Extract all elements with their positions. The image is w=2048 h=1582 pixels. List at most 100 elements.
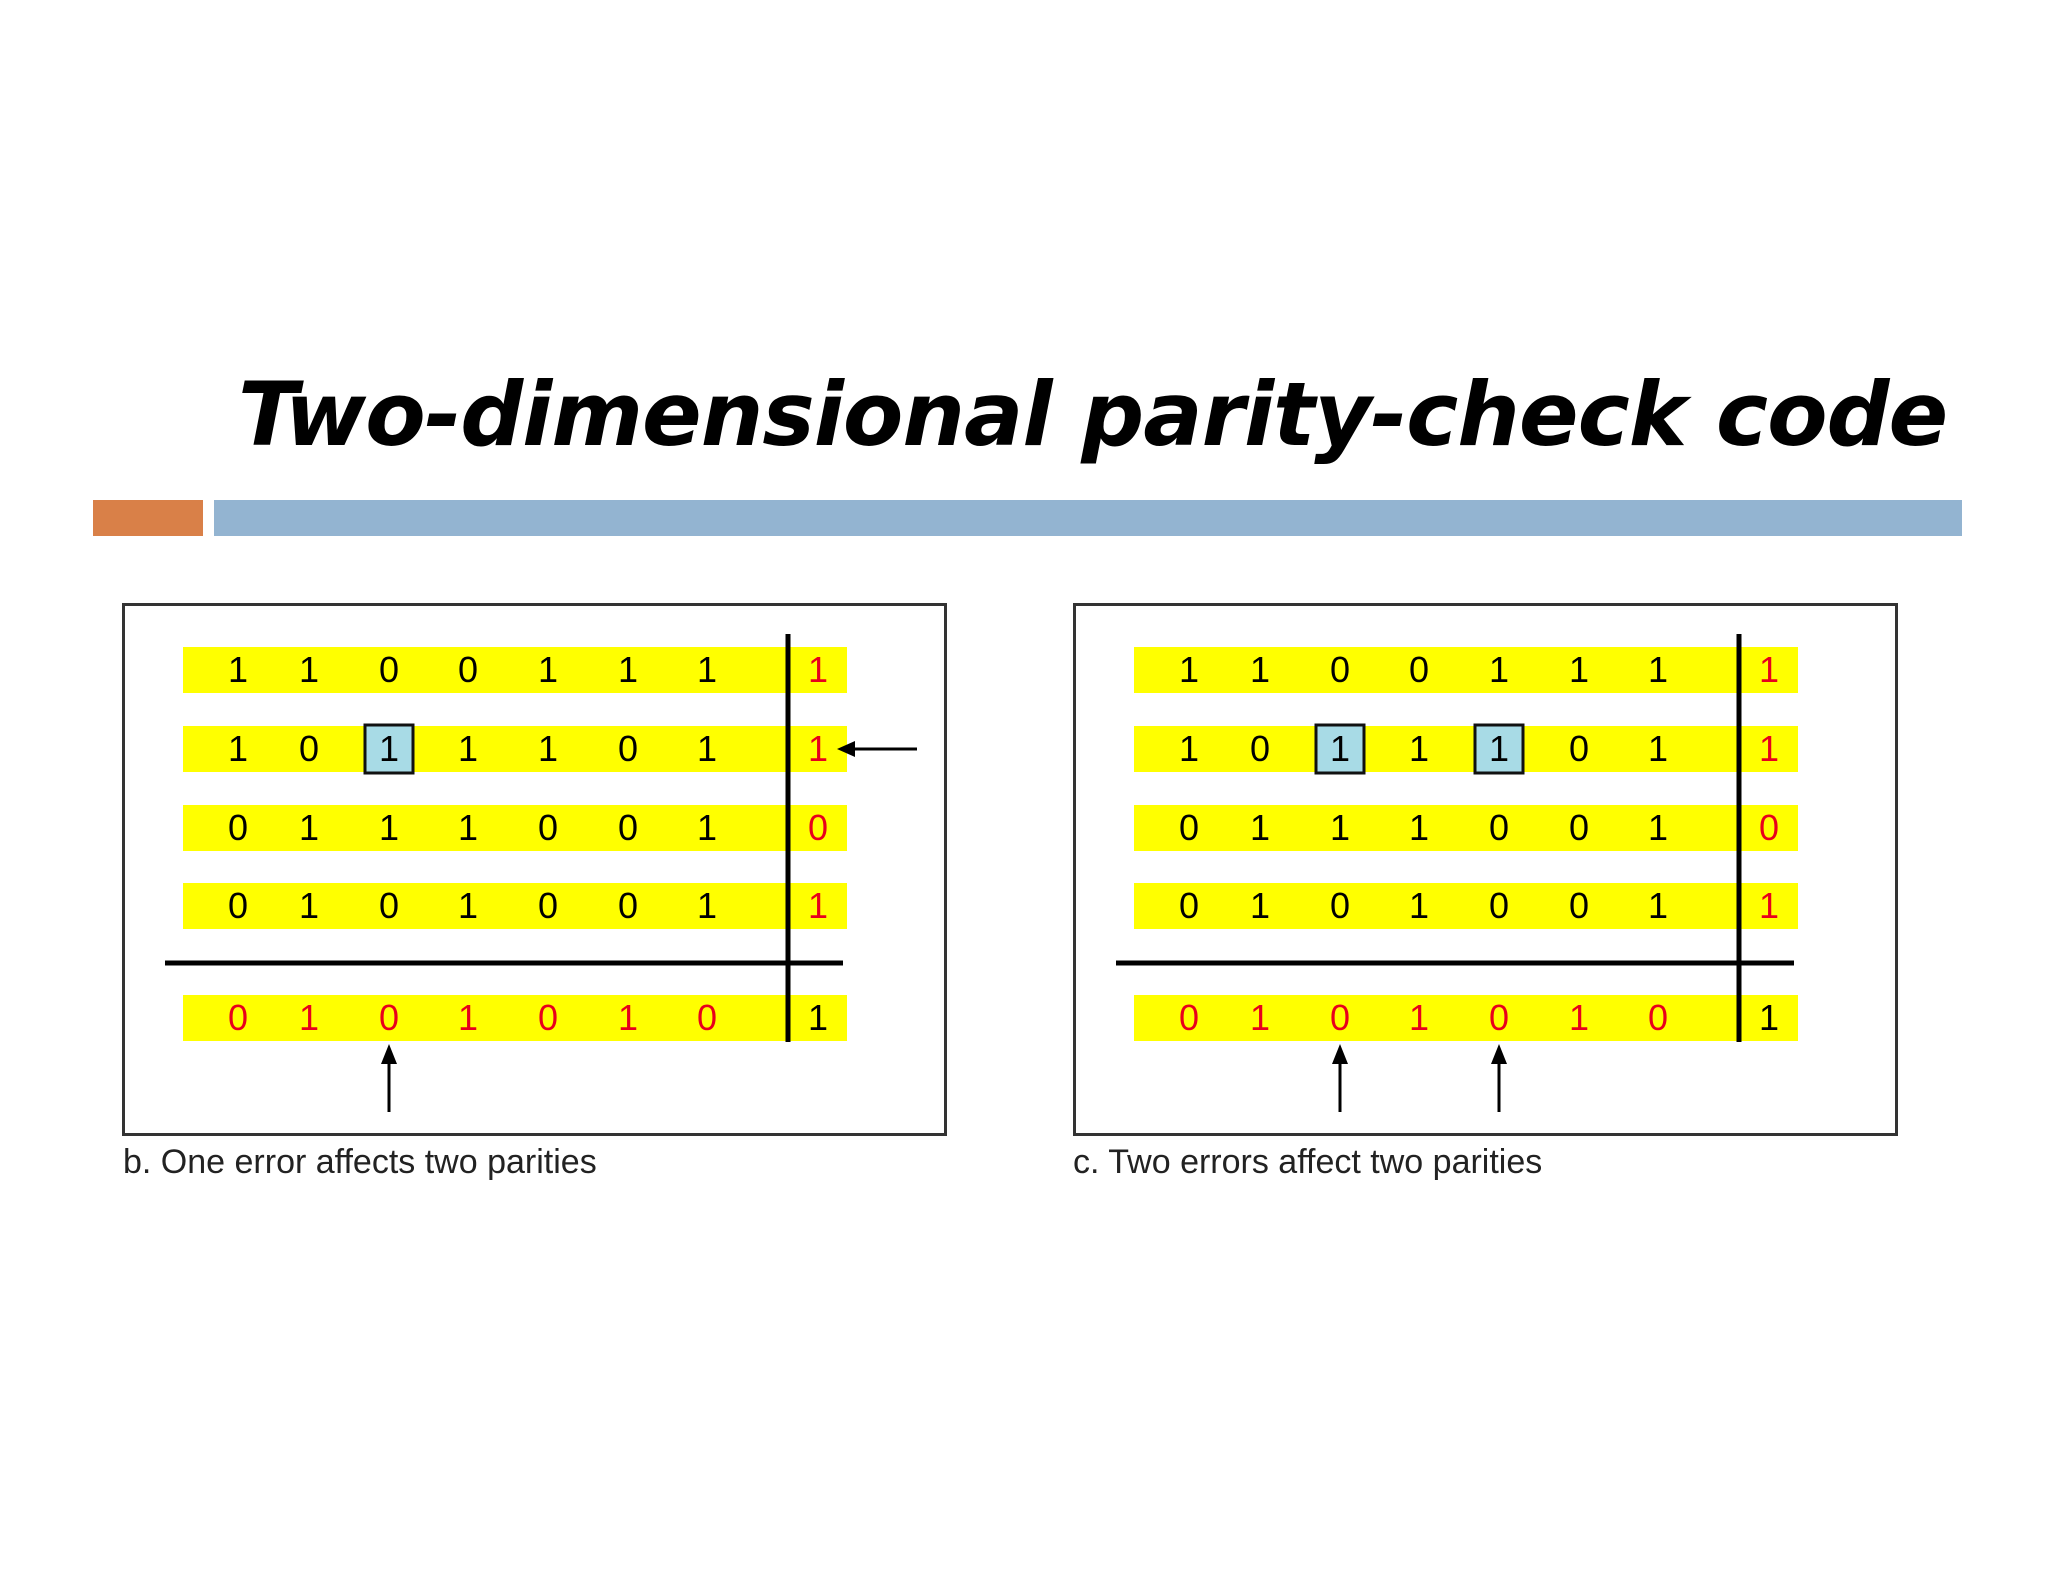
data-bit: 1 (1648, 807, 1668, 848)
data-bit: 0 (538, 885, 558, 926)
data-bit: 0 (618, 728, 638, 769)
column-parity-bit: 1 (299, 997, 319, 1038)
data-bit: 0 (1250, 728, 1270, 769)
row-highlight (183, 883, 847, 929)
data-bit: 0 (1330, 885, 1350, 926)
overall-parity-bit: 1 (1759, 997, 1779, 1038)
data-bit: 1 (299, 807, 319, 848)
data-bit: 0 (228, 807, 248, 848)
row-parity-bit: 1 (808, 649, 828, 690)
data-bit: 1 (458, 807, 478, 848)
column-parity-bit: 0 (379, 997, 399, 1038)
data-bit: 1 (1330, 728, 1350, 769)
row-highlight (183, 726, 847, 772)
arrow-head (1491, 1044, 1507, 1064)
column-parity-bit: 0 (1179, 997, 1199, 1038)
up-arrow-icon (381, 1044, 397, 1112)
row-parity-bit: 1 (1759, 649, 1779, 690)
column-parity-bit: 0 (1330, 997, 1350, 1038)
row-parity-bit: 0 (808, 807, 828, 848)
data-bit: 0 (1569, 807, 1589, 848)
row-highlight (183, 647, 847, 693)
data-bit: 1 (1250, 649, 1270, 690)
parity-row-highlight (183, 995, 847, 1041)
left-arrow-icon (837, 741, 917, 757)
data-bit: 0 (618, 807, 638, 848)
data-bit: 1 (1569, 649, 1589, 690)
data-bit: 0 (458, 649, 478, 690)
up-arrow-icon (1491, 1044, 1507, 1112)
row-parity-bit: 0 (1759, 807, 1779, 848)
data-bit: 1 (697, 807, 717, 848)
data-bit: 0 (379, 649, 399, 690)
arrow-head (1332, 1044, 1348, 1064)
caption-one-error: b. One error affects two parities (123, 1143, 597, 1181)
arrow-head (837, 741, 855, 757)
data-bit: 1 (1409, 885, 1429, 926)
data-bit: 0 (1179, 885, 1199, 926)
overall-parity-bit: 1 (808, 997, 828, 1038)
data-bit: 1 (1648, 885, 1668, 926)
data-bit: 0 (228, 885, 248, 926)
row-highlight (1134, 805, 1798, 851)
data-bit: 1 (1409, 728, 1429, 769)
up-arrow-icon (1332, 1044, 1348, 1112)
data-bit: 1 (458, 728, 478, 769)
data-bit: 1 (697, 728, 717, 769)
data-bit: 0 (1489, 807, 1509, 848)
data-bit: 1 (228, 728, 248, 769)
data-bit: 1 (618, 649, 638, 690)
row-highlight (1134, 647, 1798, 693)
data-bit: 1 (697, 885, 717, 926)
column-parity-bit: 1 (618, 997, 638, 1038)
row-parity-bit: 1 (808, 885, 828, 926)
data-bit: 1 (1250, 885, 1270, 926)
row-parity-bit: 1 (1759, 728, 1779, 769)
column-parity-bit: 0 (228, 997, 248, 1038)
data-bit: 0 (538, 807, 558, 848)
column-parity-bit: 1 (1569, 997, 1589, 1038)
column-parity-bit: 1 (458, 997, 478, 1038)
row-highlight (1134, 726, 1798, 772)
data-bit: 1 (1250, 807, 1270, 848)
error-bit-box (363, 723, 415, 775)
row-highlight (183, 805, 847, 851)
data-bit: 1 (538, 728, 558, 769)
error-bit-box (1314, 723, 1366, 775)
column-parity-bit: 0 (1648, 997, 1668, 1038)
data-bit: 0 (618, 885, 638, 926)
data-bit: 0 (1330, 649, 1350, 690)
data-bit: 1 (1179, 728, 1199, 769)
data-bit: 1 (1648, 728, 1668, 769)
data-bit: 1 (1330, 807, 1350, 848)
data-bit: 1 (1409, 807, 1429, 848)
data-bit: 1 (538, 649, 558, 690)
arrow-head (381, 1044, 397, 1064)
data-bit: 0 (1569, 728, 1589, 769)
data-bit: 1 (1179, 649, 1199, 690)
column-parity-bit: 0 (1489, 997, 1509, 1038)
data-bit: 1 (299, 649, 319, 690)
row-highlight (1134, 883, 1798, 929)
data-bit: 1 (1489, 728, 1509, 769)
row-parity-bit: 1 (1759, 885, 1779, 926)
slide-title: Two-dimensional parity-check code (238, 363, 1948, 466)
row-parity-bit: 1 (808, 728, 828, 769)
error-bit-box (1473, 723, 1525, 775)
parity-row-highlight (1134, 995, 1798, 1041)
data-bit: 0 (299, 728, 319, 769)
data-bit: 0 (379, 885, 399, 926)
caption-two-errors: c. Two errors affect two parities (1073, 1143, 1543, 1181)
data-bit: 1 (697, 649, 717, 690)
data-bit: 0 (1179, 807, 1199, 848)
data-bit: 1 (1648, 649, 1668, 690)
data-bit: 1 (379, 728, 399, 769)
data-bit: 0 (1489, 885, 1509, 926)
column-parity-bit: 0 (538, 997, 558, 1038)
data-bit: 1 (1489, 649, 1509, 690)
column-parity-bit: 1 (1250, 997, 1270, 1038)
data-bit: 1 (299, 885, 319, 926)
